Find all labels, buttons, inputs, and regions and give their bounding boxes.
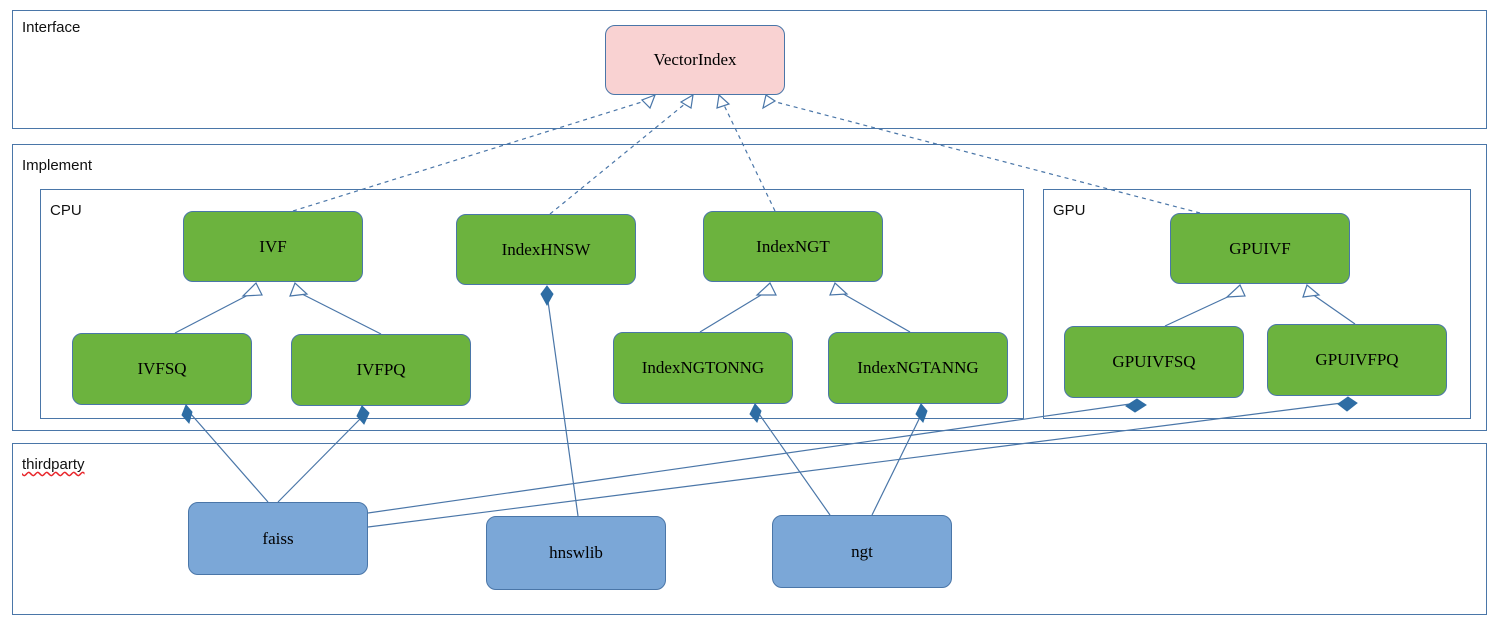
edge-faiss-to-ivfsq [189,412,269,503]
filled-diamond-icon [356,405,370,425]
hollow-triangle-icon [1225,283,1246,298]
node-ivf[interactable]: IVF [183,211,363,282]
hollow-triangle-icon [679,93,694,109]
node-hnswlib[interactable]: hnswlib [486,516,666,590]
panel-label-cpu: CPU [50,202,82,219]
hollow-triangle-icon [762,94,777,110]
hollow-triangle-icon [1302,283,1321,298]
node-vectorindex[interactable]: VectorIndex [605,25,785,95]
panel-interface [12,10,1487,129]
edge-ngt-to-indexngtanng [871,410,924,516]
node-label: GPUIVFPQ [1315,350,1399,369]
node-label: IndexNGTONNG [641,358,765,377]
node-label: hnswlib [549,543,603,562]
node-indexhnsw[interactable]: IndexHNSW [456,214,636,285]
node-label: faiss [262,528,294,548]
panel-label-interface: Interface [22,19,81,36]
edge-faiss-to-gpuivfpq [367,402,1343,528]
edge-ngt-to-indexngtonng [756,410,831,516]
hollow-triangle-icon [289,281,309,297]
edge-gpuivfsq-to-gpuivf [1164,293,1235,327]
panel-thirdparty [12,443,1487,615]
filled-diamond-icon [749,403,762,423]
edge-faiss-to-ivfpq [277,413,366,503]
edge-indexngtanng-to-indexngt [839,291,911,333]
filled-diamond-icon [915,403,928,423]
node-ivfsq[interactable]: IVFSQ [72,333,252,405]
hollow-triangle-icon [755,282,777,296]
filled-diamond-icon [181,404,193,425]
node-label: VectorIndex [653,50,737,69]
node-indexngtanng[interactable]: IndexNGTANNG [828,332,1008,404]
node-gpuivfpq[interactable]: GPUIVFPQ [1267,324,1447,396]
node-label: GPUIVFSQ [1112,352,1196,371]
panel-gpu [1043,189,1471,419]
panel-label-thirdparty: thirdparty [22,456,85,473]
edge-faiss-to-gpuivfsq [367,403,1131,514]
hollow-triangle-icon [640,93,657,110]
edge-hnswlib-to-indexhnsw [546,293,579,517]
hollow-triangle-icon [716,93,731,109]
node-label: IndexHNSW [501,239,591,259]
node-indexngt[interactable]: IndexNGT [703,211,883,282]
hollow-triangle-icon [241,281,263,297]
filled-diamond-icon [1125,398,1147,413]
edge-indexhnsw-to-vectorindex [549,102,687,215]
panel-label-gpu: GPU [1053,202,1086,219]
panel-label-implement: Implement [22,157,93,174]
edge-indexngtonng-to-indexngt [699,291,767,333]
edge-ivfpq-to-ivf [299,292,382,335]
edge-indexngt-to-vectorindex [722,102,776,212]
filled-diamond-icon [1337,396,1358,412]
node-label: GPUIVF [1229,238,1291,258]
edge-gpuivfpq-to-gpuivf [1311,293,1356,325]
node-label: IndexNGTANNG [857,358,979,377]
node-gpuivf[interactable]: GPUIVF [1170,213,1350,284]
node-label: IVFPQ [356,360,406,379]
edge-gpuivf-to-vectorindex [771,100,1201,214]
node-label: ngt [851,541,873,561]
hollow-triangle-icon [829,281,849,296]
node-faiss[interactable]: faiss [188,502,368,575]
panel-implement [12,144,1487,431]
edge-ivf-to-vectorindex [292,100,646,212]
node-ngt[interactable]: ngt [772,515,952,588]
node-gpuivfsq[interactable]: GPUIVFSQ [1064,326,1244,398]
edge-ivfsq-to-ivf [174,292,253,334]
node-ivfpq[interactable]: IVFPQ [291,334,471,406]
panel-cpu [40,189,1024,419]
node-label: IndexNGT [756,236,830,256]
node-indexngtonng[interactable]: IndexNGTONNG [613,332,793,404]
node-label: IVFSQ [137,359,187,378]
filled-diamond-icon [540,285,554,307]
node-label: IVF [259,236,287,256]
